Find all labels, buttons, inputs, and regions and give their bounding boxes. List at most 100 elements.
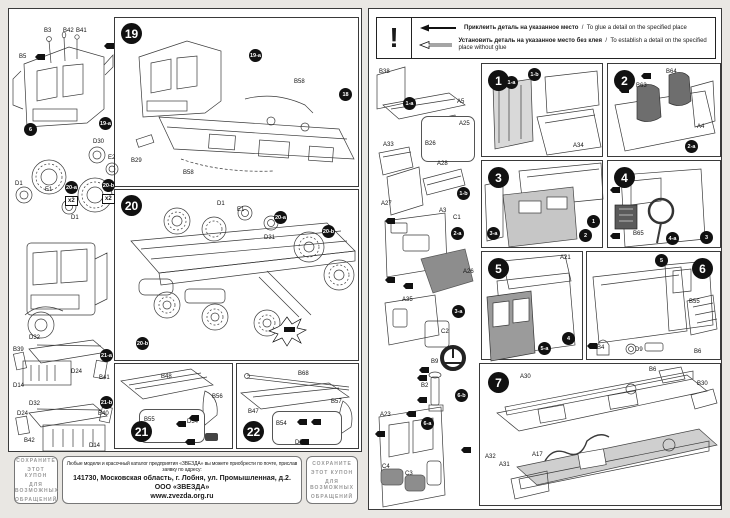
step3-drawing bbox=[484, 162, 604, 248]
legend-separator: / bbox=[605, 38, 607, 44]
part-label: A30 bbox=[520, 374, 531, 380]
subassembly-ref: 5 bbox=[655, 254, 668, 267]
part-label: A31 bbox=[499, 462, 510, 468]
part-label: B40 bbox=[98, 411, 109, 417]
part-label: D9 bbox=[635, 347, 643, 353]
part-label: E2 bbox=[108, 155, 116, 161]
part-label: B65 bbox=[633, 231, 644, 237]
part-label: D32 bbox=[29, 335, 41, 341]
part-label: D30 bbox=[93, 139, 105, 145]
step19-panel bbox=[114, 17, 359, 187]
sub2a-drawing bbox=[384, 212, 474, 294]
part-label: D34 bbox=[187, 419, 199, 425]
step4-drawing bbox=[614, 168, 706, 248]
subassembly-ref: 1-a bbox=[505, 76, 518, 89]
part-label: D32 bbox=[29, 401, 41, 407]
part-label: A25 bbox=[459, 121, 470, 127]
subassembly-ref: 3-a bbox=[487, 227, 500, 240]
glue-marker-icon bbox=[299, 439, 309, 445]
part-label: B48 bbox=[161, 374, 172, 380]
coupon-text: ОБРАЩЕНИЙ bbox=[15, 496, 58, 503]
subassembly-ref: 2 bbox=[579, 229, 592, 242]
subassembly-ref: 3-a bbox=[452, 305, 465, 318]
part-label: A26 bbox=[463, 269, 474, 275]
part-label: B47 bbox=[248, 409, 259, 415]
part-label: B38 bbox=[379, 69, 390, 75]
part-label: B6 bbox=[649, 367, 657, 373]
sub1b-drawing bbox=[386, 166, 466, 216]
step7-drawing bbox=[496, 366, 718, 500]
glue-marker-icon bbox=[297, 419, 307, 425]
exclamation-icon: ! bbox=[377, 18, 412, 58]
step-number: 2 bbox=[614, 70, 635, 91]
part-label: C1 bbox=[453, 215, 461, 221]
quantity-multiplier: x2 bbox=[65, 196, 78, 206]
step20-drawing bbox=[130, 205, 356, 347]
subassembly-ref: 21-b bbox=[100, 396, 113, 409]
coupon-text: СОХРАНИТЕ bbox=[312, 460, 352, 467]
subassembly-ref: 2-a bbox=[451, 227, 464, 240]
part-label: A33 bbox=[383, 142, 394, 148]
subassembly-ref: 21-a bbox=[100, 349, 113, 362]
glue-marker-icon bbox=[385, 277, 395, 283]
glue-marker-icon bbox=[406, 411, 416, 417]
part-label: D1 bbox=[217, 201, 225, 207]
part-label: C3 bbox=[405, 471, 413, 477]
subassembly-ref: 20-b bbox=[136, 337, 149, 350]
part-label: A35 bbox=[402, 297, 413, 303]
part-label: A21 bbox=[560, 255, 571, 261]
glue-marker-icon bbox=[176, 421, 186, 427]
coupon-text: СОХРАНИТЕ bbox=[16, 457, 56, 464]
glue-marker-icon bbox=[185, 439, 195, 445]
coupon-text: ЭТОТ КУПОН bbox=[310, 469, 354, 476]
part-label: B68 bbox=[298, 371, 309, 377]
subassembly-ref: 4 bbox=[562, 332, 575, 345]
glue-marker-icon bbox=[375, 431, 385, 437]
glue-marker-icon bbox=[311, 419, 321, 425]
part-label: D14 bbox=[89, 443, 101, 449]
part-label: B42 bbox=[63, 28, 74, 34]
part-label: A5 bbox=[457, 99, 465, 105]
part-label: C4 bbox=[382, 464, 390, 470]
glue-marker-icon bbox=[417, 375, 427, 381]
a33-drawing bbox=[378, 146, 414, 176]
part-label: C2 bbox=[441, 329, 449, 335]
step-number: 3 bbox=[488, 167, 509, 188]
part-label: B26 bbox=[425, 141, 436, 147]
legend-en: To establish a detail on the specified p… bbox=[458, 38, 707, 51]
part-label: B58 bbox=[294, 79, 305, 85]
glue-marker-icon bbox=[417, 397, 427, 403]
part-label: B41 bbox=[76, 28, 87, 34]
legend-ru: Установить деталь на указанное место без… bbox=[458, 38, 602, 44]
sub1a-callout bbox=[421, 116, 475, 162]
subassembly-ref: 20-a bbox=[65, 181, 78, 194]
coupon-text: ДЛЯ ВОЗМОЖНЫХ bbox=[310, 478, 354, 491]
glue-arrow-icon bbox=[420, 24, 456, 32]
legend-row-glue: Приклеить деталь на указанное место / To… bbox=[418, 24, 715, 32]
part-label: B42 bbox=[24, 438, 35, 444]
left-page-artwork bbox=[12, 31, 356, 452]
part-label: A3 bbox=[439, 208, 447, 214]
legend-row-noglue: Установить деталь на указанное место без… bbox=[418, 38, 715, 52]
step-number: 19 bbox=[121, 23, 142, 44]
part-label: E1 bbox=[45, 187, 53, 193]
part-label: B55 bbox=[689, 299, 700, 305]
subassembly-ref: 1-b bbox=[457, 187, 470, 200]
part-label: A23 bbox=[380, 412, 391, 418]
legend-separator: / bbox=[581, 24, 584, 31]
part-label: B58 bbox=[183, 170, 194, 176]
part-label: E1 bbox=[237, 207, 245, 213]
wheel-set-drawing bbox=[15, 146, 119, 215]
step-number: 21 bbox=[131, 421, 152, 442]
website: www.zvezda.org.ru bbox=[150, 492, 214, 500]
subassembly-ref: 19-a bbox=[99, 117, 112, 130]
part-label: B54 bbox=[276, 421, 287, 427]
part-label: B56 bbox=[212, 394, 223, 400]
legend-box: ! Приклеить деталь на указанное место / … bbox=[376, 17, 716, 59]
postal-address: 141730, Московская область, г. Лобня, ул… bbox=[73, 474, 291, 482]
part-label: A17 bbox=[532, 452, 543, 458]
part-label: D1 bbox=[71, 215, 79, 221]
step2-drawing bbox=[614, 72, 716, 152]
cab-subassembly-drawing bbox=[12, 31, 114, 128]
